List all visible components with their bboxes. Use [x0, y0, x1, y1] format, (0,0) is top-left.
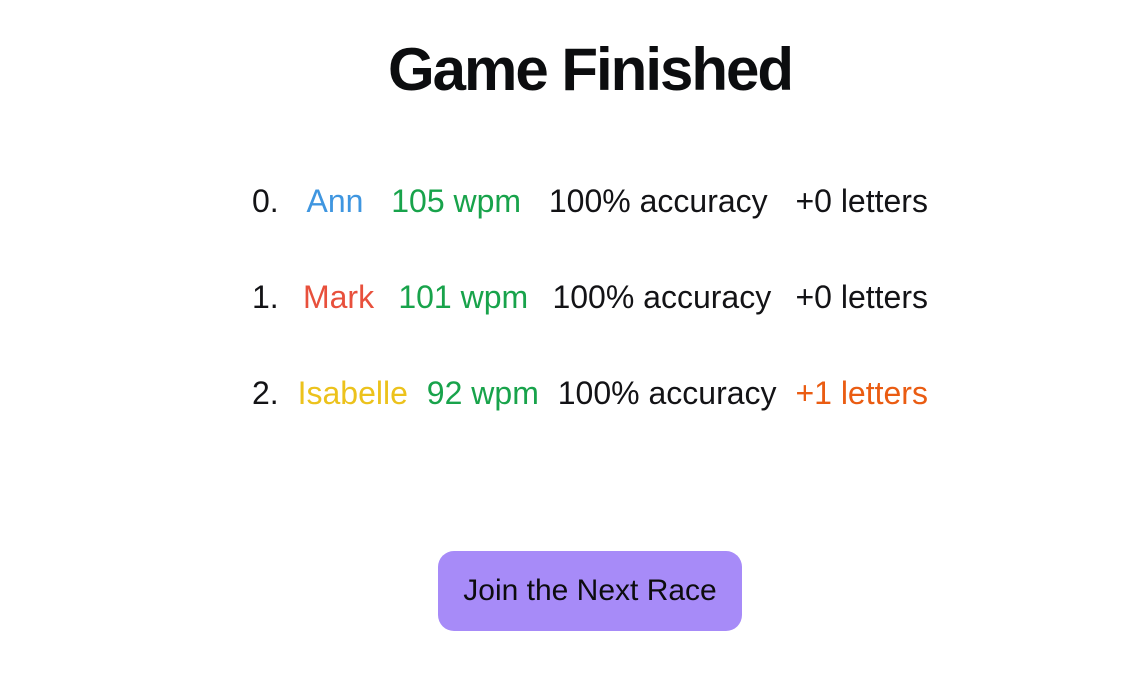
- player-name: Mark: [302, 279, 375, 315]
- player-accuracy: 100% accuracy: [552, 279, 772, 315]
- result-row-1: 1. Mark 101 wpm 100% accuracy +0 letters: [252, 273, 928, 321]
- player-rank: 1.: [252, 279, 279, 315]
- player-accuracy: 100% accuracy: [548, 183, 768, 219]
- player-name: Ann: [306, 183, 364, 219]
- player-accuracy: 100% accuracy: [557, 375, 777, 411]
- results-list: 0. Ann 105 wpm 100% accuracy +0 letters …: [252, 177, 928, 417]
- join-next-race-button[interactable]: Join the Next Race: [438, 551, 742, 631]
- player-letters: +0 letters: [795, 279, 928, 315]
- player-rank: 2.: [252, 375, 279, 411]
- button-row: Join the Next Race: [36, 551, 1144, 631]
- player-rank: 0.: [252, 183, 279, 219]
- player-letters: +0 letters: [795, 183, 928, 219]
- result-row-2: 2. Isabelle 92 wpm 100% accuracy +1 lett…: [252, 369, 928, 417]
- content-column: Game Finished 0. Ann 105 wpm 100% accura…: [36, 0, 1144, 631]
- player-letters: +1 letters: [795, 375, 928, 411]
- player-wpm: 92 wpm: [426, 375, 539, 411]
- player-name: Isabelle: [297, 375, 408, 411]
- player-wpm: 101 wpm: [398, 279, 529, 315]
- player-wpm: 105 wpm: [391, 183, 522, 219]
- result-row-0: 0. Ann 105 wpm 100% accuracy +0 letters: [252, 177, 928, 225]
- page-title: Game Finished: [387, 36, 794, 103]
